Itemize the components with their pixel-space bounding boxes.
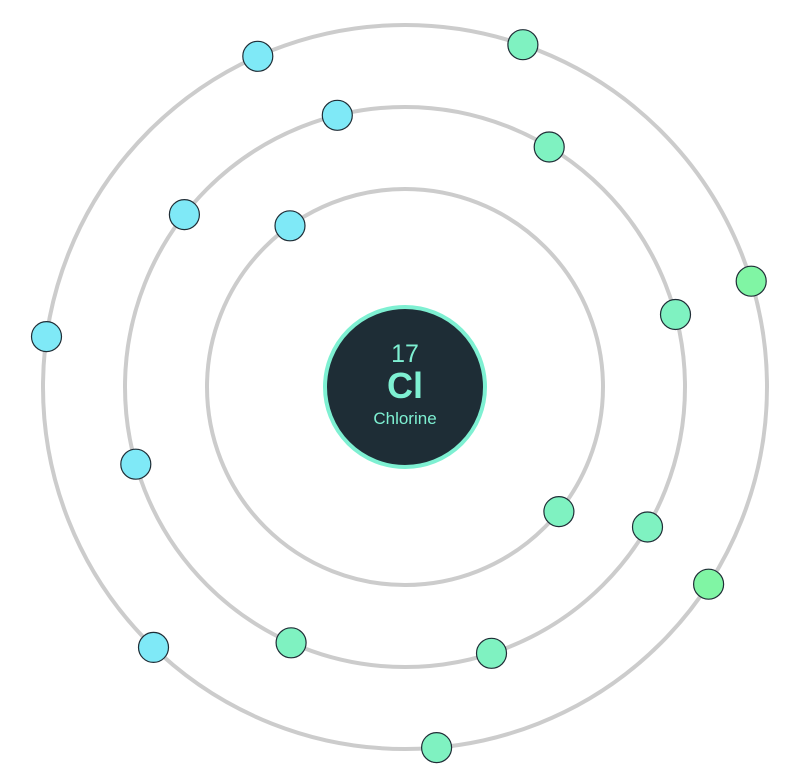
electron-shell-2-7	[475, 637, 508, 669]
electron-shell-2-6	[631, 511, 664, 543]
electron-shell-1-2	[543, 496, 575, 528]
electron-shell-3-5	[735, 265, 767, 297]
electron-shell-3-2	[30, 321, 63, 353]
electron-shell-2-5	[659, 298, 692, 331]
electron-shell-2-8	[275, 627, 307, 659]
electron-shell-2-3	[120, 448, 152, 480]
element-symbol: Cl	[387, 365, 423, 406]
atomic-number: 17	[391, 340, 419, 368]
electron-shell-2-4	[533, 131, 565, 163]
electron-shell-3-3	[137, 631, 170, 664]
nucleus-disc	[323, 305, 487, 469]
electron-shell-3-1	[242, 40, 274, 72]
electron-shells	[41, 23, 769, 751]
electron-shell-2-1	[321, 99, 353, 131]
shell-3-orbit	[41, 23, 769, 751]
shell-2-orbit	[123, 105, 687, 669]
element-name: Chlorine	[373, 409, 436, 428]
electron-shell-3-7	[421, 731, 453, 764]
electron-shell-3-4	[507, 29, 539, 61]
nucleus: 17 Cl Chlorine	[323, 305, 487, 469]
electrons	[30, 29, 767, 764]
shell-1-orbit	[205, 187, 605, 587]
electron-shell-1-1	[274, 210, 306, 242]
electron-shell-3-6	[692, 568, 725, 600]
electron-shell-2-2	[168, 199, 200, 231]
